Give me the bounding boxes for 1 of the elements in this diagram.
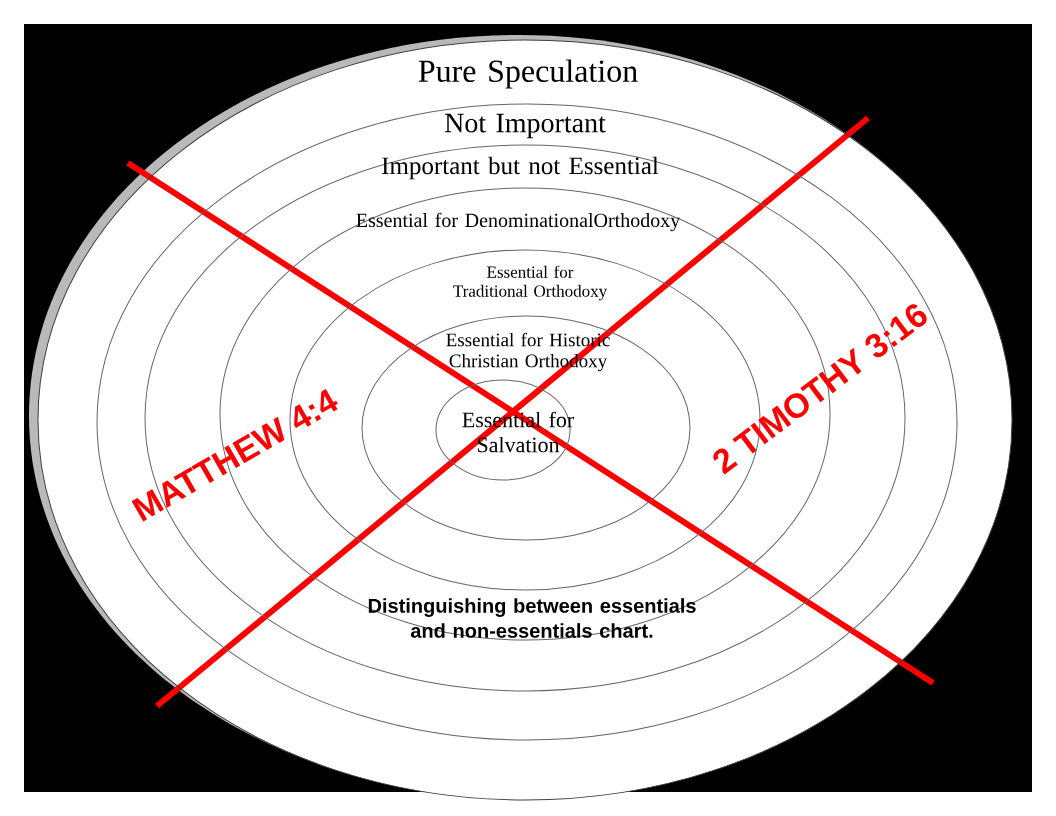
caption: Distinguishing between essentials and non-essentials chart. xyxy=(368,598,696,638)
